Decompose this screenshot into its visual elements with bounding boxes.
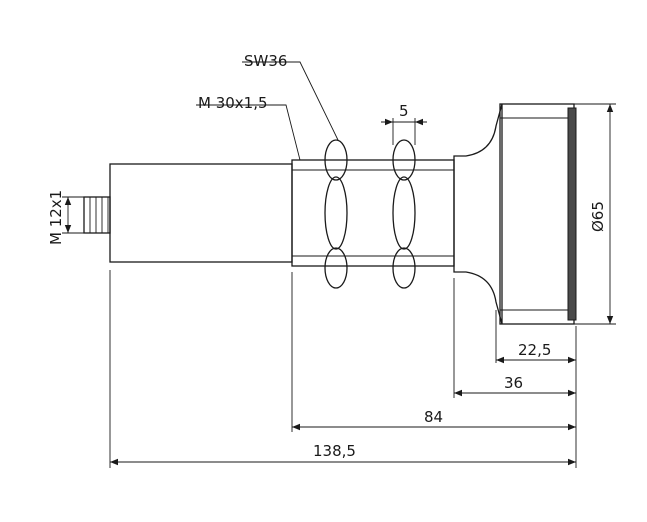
dimension-labels: SW36 M 30x1,5 5 22,5 36 84 138,5 Ø65 M 1… bbox=[47, 52, 607, 460]
hex-nut-left bbox=[324, 139, 348, 289]
leader-wrench-size bbox=[242, 61, 339, 141]
label-head-diameter: Ø65 bbox=[589, 201, 607, 232]
label-nut-width: 5 bbox=[399, 102, 409, 120]
label-total-length: 138,5 bbox=[313, 442, 356, 460]
label-connector-thread: M 12x1 bbox=[47, 190, 65, 245]
label-flange-length: 36 bbox=[504, 374, 523, 392]
sensor-body bbox=[83, 103, 577, 325]
dimensions bbox=[62, 61, 616, 468]
connector-stub bbox=[83, 196, 111, 234]
rear-tube bbox=[109, 163, 293, 263]
label-thread: M 30x1,5 bbox=[198, 94, 268, 112]
flange-neck bbox=[453, 103, 503, 325]
label-head-length: 22,5 bbox=[518, 341, 551, 359]
leader-thread bbox=[196, 104, 301, 161]
hex-nut-right bbox=[392, 139, 416, 289]
label-threaded-length: 84 bbox=[424, 408, 443, 426]
label-wrench-size: SW36 bbox=[244, 52, 287, 70]
sensor-head bbox=[499, 103, 575, 325]
threaded-tube bbox=[291, 159, 455, 267]
